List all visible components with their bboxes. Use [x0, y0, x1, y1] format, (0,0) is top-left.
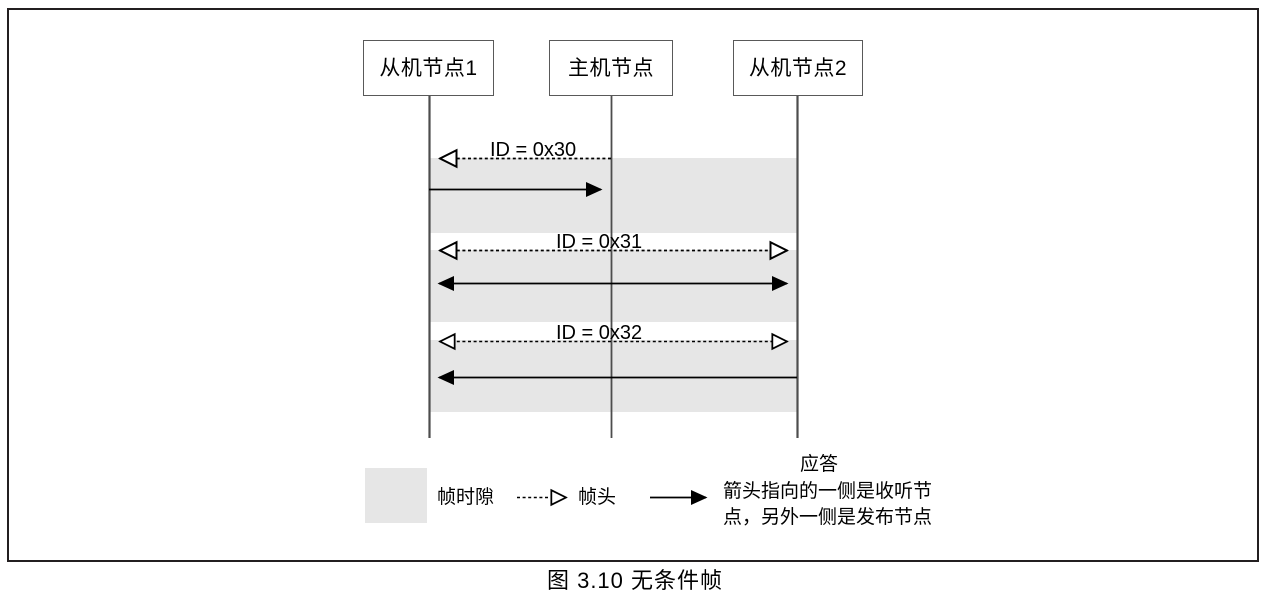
frame-label-0x31: ID = 0x31: [556, 231, 643, 253]
figure-caption: 图 3.10 无条件帧: [546, 568, 724, 593]
legend-response-description: 箭头指向的一侧是收听节 点，另外一侧是发布节点: [723, 479, 973, 531]
frame-label-0x30: ID = 0x30: [490, 139, 577, 161]
legend-response-title: 应答: [800, 454, 839, 475]
legend-frame-slot-swatch: [365, 468, 427, 523]
legend-frame-header-label: 帧头: [578, 487, 617, 508]
node-box-slave1[interactable]: 从机节点1: [363, 40, 494, 96]
frame-label-0x32: ID = 0x32: [556, 322, 643, 344]
node-label: 从机节点2: [748, 56, 848, 80]
legend-response-line-2: 点，另外一侧是发布节点: [723, 507, 933, 528]
node-box-slave2[interactable]: 从机节点2: [733, 40, 863, 96]
legend-frame-slot-label: 帧时隙: [437, 487, 495, 508]
node-box-master[interactable]: 主机节点: [549, 40, 673, 96]
node-label: 主机节点: [568, 56, 654, 80]
legend-response-line-1: 箭头指向的一侧是收听节: [723, 481, 933, 502]
node-label: 从机节点1: [379, 56, 478, 80]
